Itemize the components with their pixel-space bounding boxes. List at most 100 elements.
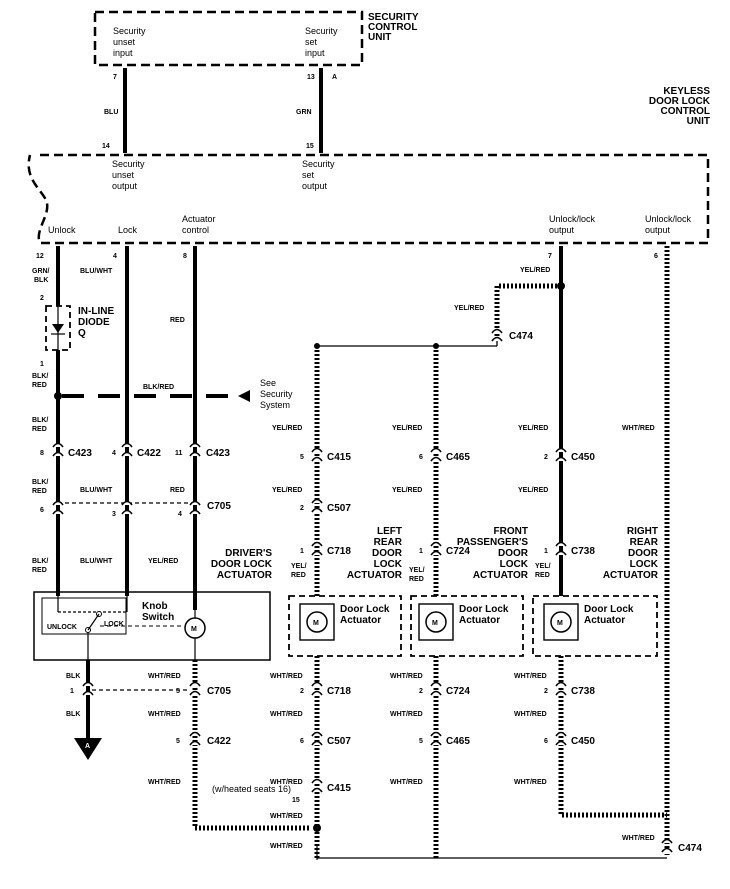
driver-motor: M [191,626,197,633]
sec-set-input-l3: input [305,48,325,58]
wire-label-yel-red-lr3b: RED [291,572,306,579]
wire-label-wht-red-fp3: WHT/RED [390,779,423,786]
wire-label-wht-red-rr1: WHT/RED [514,673,547,680]
wire-label-yel-red-fp2: YEL/RED [392,487,422,494]
fp-actuator-l5: ACTUATOR [473,570,529,581]
lr-actuator-l2: REAR [374,537,403,548]
c718-pin: 1 [300,548,304,555]
fp-actuator-l4: LOCK [500,559,529,570]
term-ul-out1-l2: output [549,225,575,235]
wire-label-blu-wht: BLU/WHT [80,268,113,275]
wire-wht-red-drv [192,660,310,831]
wire-label-wht-red-lr1: WHT/RED [270,673,303,680]
lr-actuator-l3: DOOR [372,548,403,559]
wire-label-blk-red-l2: RED [32,382,47,389]
wire-label-blk-red2-l1: BLK/ [32,417,48,424]
diode-pin-2: 2 [40,295,44,302]
wire-label-yel-red-rr2: YEL/RED [518,487,548,494]
sec-set-output-l1: Security [302,159,335,169]
term-ul-out1-l1: Unlock/lock [549,214,596,224]
wire-label-blu-wht2: BLU/WHT [80,487,113,494]
wire-label-blu-wht3: BLU/WHT [80,558,113,565]
knob-lock: LOCK [104,621,124,628]
diode-l1: IN-LINE [78,306,114,317]
c724-b-pin: 2 [419,688,423,695]
pin-6: 6 [654,253,658,260]
sec-unit-title-l3: UNIT [368,32,391,43]
c718-label: C718 [327,546,351,557]
knob-unlock: UNLOCK [47,624,77,631]
inline-diode: IN-LINE DIODE Q [45,305,114,351]
wire-label-wht-red-fp1: WHT/RED [390,673,423,680]
wire-label-grn-blk-l2: BLK [34,277,48,284]
wire-wht-red-rr [558,656,667,818]
ground-a-label: A [85,743,90,750]
c718-b-label: C718 [327,686,351,697]
sec-unit-title-l2: CONTROL [368,22,417,33]
pin-4: 4 [113,253,117,260]
term-ul-out2-l1: Unlock/lock [645,214,692,224]
c474-top-label: C474 [509,331,533,342]
wire-label-blk-red4-l2: RED [32,567,47,574]
wire-label-wht-red-rr2: WHT/RED [514,711,547,718]
c415-pin: 5 [300,454,304,461]
sec-unset-output-l2: unset [112,170,135,180]
wire-label-blu: BLU [104,109,118,116]
c465-label: C465 [446,452,470,463]
sec-unset-input-l1: Security [113,26,146,36]
wire-label-yel-red-rr3b: RED [535,572,550,579]
c415-label: C415 [327,452,351,463]
keyless-title-l3: CONTROL [661,106,710,117]
c507-b-label: C507 [327,736,351,747]
pin-7b: 7 [548,253,552,260]
c450-b-pin: 6 [544,738,548,745]
wire-label-blk-red4-l1: BLK/ [32,558,48,565]
c450-label: C450 [571,452,595,463]
rr-actuator-l1: RIGHT [627,526,658,537]
c415-b-pin: 15 [292,797,300,804]
lr-box-l2: Actuator [340,615,381,626]
c705-pin-3: 3 [112,511,116,518]
wire-label-wht-red-lr5: WHT/RED [270,843,303,850]
sec-set-input-l1: Security [305,26,338,36]
actuator-box-right-rear: M Door Lock Actuator [532,595,658,657]
sec-unset-output-l1: Security [112,159,145,169]
fp-box-l1: Door Lock [459,604,509,615]
c705-label-bottom: C705 [207,686,231,697]
c423b-label: C423 [206,448,230,459]
wire-label-yel-red-fp3a: YEL/ [409,567,425,574]
wire-label-grn: GRN [296,109,312,116]
lr-actuator-l1: LEFT [377,526,402,537]
fp-actuator-l3: DOOR [498,548,529,559]
wire-label-wht-red-main: WHT/RED [622,425,655,432]
c465-b-label: C465 [446,736,470,747]
c465-pin: 6 [419,454,423,461]
keyless-title-l1: KEYLESS [663,86,710,97]
keyless-title-l2: DOOR LOCK [649,96,711,107]
lr-actuator-l4: LOCK [374,559,403,570]
term-lock: Lock [118,225,138,235]
c507-b-pin: 6 [300,738,304,745]
rr-actuator-l3: DOOR [628,548,659,559]
wire-label-wht-red-lr2: WHT/RED [270,711,303,718]
wire-label-blk2: BLK [66,711,80,718]
wire-label-yel-red-out: YEL/RED [520,267,550,274]
c465-b-pin: 5 [419,738,423,745]
c422-bottom-pin: 5 [176,738,180,745]
connector-row-1: 8 C423 4 C422 11 C423 [40,442,230,459]
sec-set-output-l2: set [302,170,315,180]
wire-label-wht-red-d2: WHT/RED [148,711,181,718]
c724-pin: 1 [419,548,423,555]
sec-unit-title-l1: SECURITY [368,12,419,23]
wire-label-wht-red-rr4: WHT/RED [622,835,655,842]
fp-actuator-l1: FRONT [494,526,528,537]
wire-label-wht-red-d3: WHT/RED [148,779,181,786]
c450-pin: 2 [544,454,548,461]
ground-a-icon [74,738,102,760]
c724-label: C724 [446,546,470,557]
c450-b-label: C450 [571,736,595,747]
pin-a: A [332,74,337,81]
wire-label-blk: BLK [66,673,80,680]
c507-pin: 2 [300,505,304,512]
